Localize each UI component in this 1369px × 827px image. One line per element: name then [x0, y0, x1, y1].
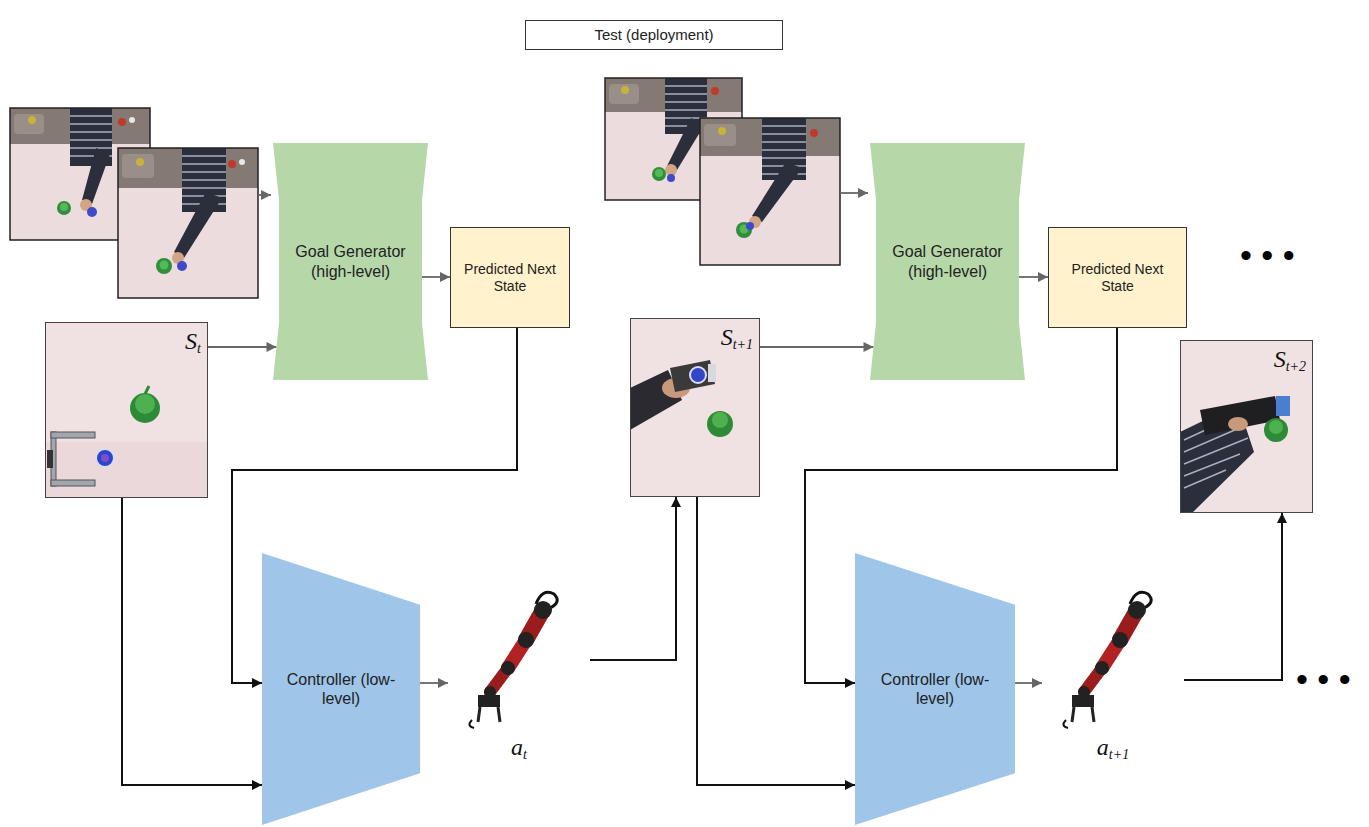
- robot-arm: [469, 592, 557, 728]
- flow-arrow: [122, 498, 262, 785]
- text-block: St+1: [721, 323, 753, 354]
- flow-arrow: [1015, 682, 1042, 684]
- state-photo: [630, 318, 760, 497]
- state-photo: [45, 322, 208, 498]
- controller: Controller (low-level): [855, 553, 1015, 825]
- subscript: t+2: [1286, 359, 1306, 374]
- state-symbol: S: [185, 328, 197, 354]
- text-block: Predicted Next State: [464, 261, 556, 295]
- text-block: Test (deployment): [594, 26, 713, 44]
- predicted-state: Predicted Next State: [450, 227, 570, 328]
- hourglass-shape: [273, 143, 428, 380]
- text-block: Controller (low-level): [274, 670, 408, 708]
- flow-arrow: [422, 276, 450, 278]
- text-block: Controller (low-level): [868, 670, 1002, 708]
- state-symbol: a: [511, 734, 523, 760]
- text-block: St: [185, 327, 201, 358]
- text-block: Goal Generator (high-level): [285, 242, 416, 280]
- node-label: Controller (low-level): [274, 670, 408, 708]
- flow-arrow: [208, 346, 276, 348]
- flow-arrow: [697, 497, 855, 785]
- demo-frame: [700, 118, 840, 265]
- continuation-dots: • • •: [1296, 662, 1351, 696]
- flow-arrow: [1184, 513, 1282, 680]
- state-photo: [1180, 340, 1313, 513]
- input-arrow: [258, 194, 271, 196]
- flow-arrow: [590, 497, 676, 660]
- subscript: t: [197, 341, 201, 356]
- robot-action: at: [448, 580, 590, 770]
- node-label: Goal Generator (high-level): [285, 242, 416, 280]
- subscript: t: [523, 747, 527, 762]
- continuation-dots: • • •: [1240, 238, 1295, 272]
- node-label: Test (deployment): [594, 26, 713, 44]
- subscript: t+1: [733, 337, 753, 352]
- flow-arrow: [760, 346, 873, 348]
- text-block: St+2: [1274, 345, 1306, 376]
- controller: Controller (low-level): [262, 553, 420, 825]
- node-label: Goal Generator (high-level): [882, 242, 1013, 280]
- trapezoid-shape: [855, 553, 1015, 825]
- node-label: Predicted Next State: [464, 261, 556, 295]
- text-block: at+1: [1042, 733, 1184, 764]
- demo-frame: [118, 148, 258, 298]
- goal-generator: Goal Generator (high-level): [273, 143, 428, 380]
- subscript: t+1: [1109, 747, 1129, 762]
- title-box: Test (deployment): [525, 20, 783, 50]
- flow-arrow: [1019, 276, 1048, 278]
- input-arrow: [840, 192, 868, 194]
- state-symbol: S: [721, 324, 733, 350]
- predicted-state: Predicted Next State: [1048, 227, 1187, 328]
- text-block: Goal Generator (high-level): [882, 242, 1013, 280]
- trapezoid-shape: [262, 553, 420, 825]
- goal-generator: Goal Generator (high-level): [870, 143, 1025, 380]
- state-image: St+2: [1180, 340, 1313, 513]
- robot-action: at+1: [1042, 580, 1184, 770]
- robot-arm: [1063, 592, 1151, 728]
- state-symbol: a: [1097, 734, 1109, 760]
- state-symbol: S: [1274, 346, 1286, 372]
- text-block: Predicted Next State: [1072, 261, 1164, 295]
- state-image: St+1: [630, 318, 760, 497]
- node-label: Predicted Next State: [1072, 261, 1164, 295]
- node-label: Controller (low-level): [868, 670, 1002, 708]
- state-image: St: [45, 322, 208, 498]
- flow-arrow: [420, 682, 448, 684]
- hourglass-shape: [870, 143, 1025, 380]
- text-block: at: [448, 733, 590, 764]
